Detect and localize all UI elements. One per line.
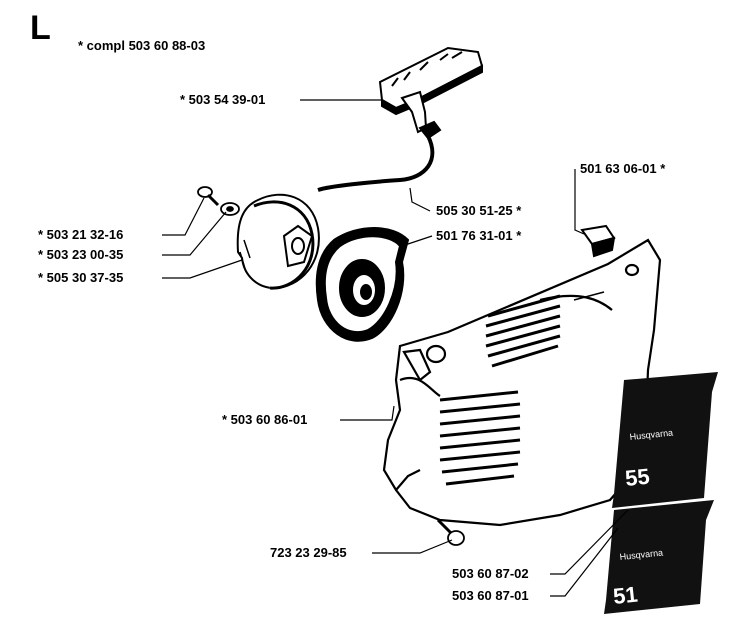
callout-starter-cord: 505 30 51-25 * [436,203,522,218]
callout-housing-screw: 723 23 29-85 [270,545,347,560]
washer [220,202,240,216]
starter-handle [378,46,484,140]
screw [197,186,220,207]
callout-decal-51: 503 60 87-01 [452,588,529,603]
callout-decal-55: 503 60 87-02 [452,566,529,581]
housing-screw [436,518,465,546]
decal-55-model: 55 [624,464,651,491]
rope-pulley [236,193,320,290]
callout-starter-housing: * 503 60 86-01 [222,412,308,427]
decal-51-brand: Husqvarna [619,547,663,561]
recoil-spring [315,227,410,342]
assembly-note: * compl 503 60 88-03 [78,38,206,53]
starter-cord [317,135,435,192]
decal-55: Husqvarna 55 [612,372,718,508]
decal-51: Husqvarna 51 [604,500,714,614]
starter-housing [382,238,662,527]
leader-lines [162,99,629,597]
callout-washer: * 503 23 00-35 [38,247,124,262]
callout-rope-pulley: * 505 30 37-35 [38,270,124,285]
side-vent-louvers [439,390,521,486]
callout-screw: * 503 21 32-16 [38,227,124,242]
decal-55-brand: Husqvarna [629,427,673,441]
section-letter: L [30,9,51,47]
callout-starter-handle: * 503 54 39-01 [180,92,266,107]
callout-recoil-spring: 501 76 31-01 * [436,228,522,243]
cover-plug [580,224,616,258]
decal-51-model: 51 [612,582,639,609]
callout-cover-plug: 501 63 06-01 * [580,161,666,176]
